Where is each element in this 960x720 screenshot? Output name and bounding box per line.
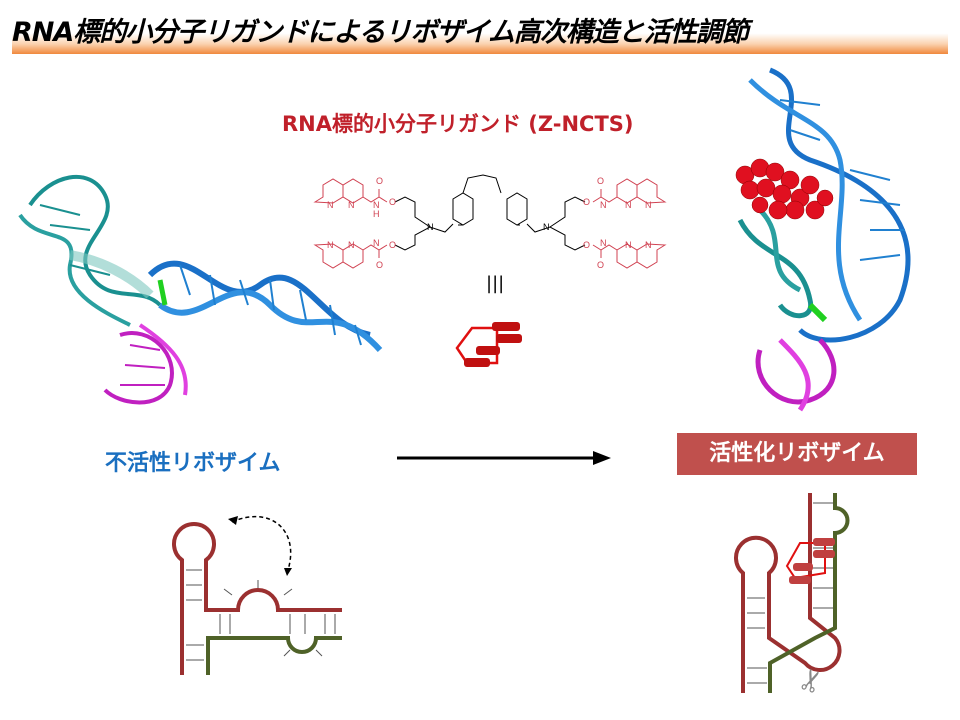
atom-h: H	[373, 209, 380, 219]
atom-o: O	[376, 260, 383, 270]
active-secondary-structure-diagram: ✂	[734, 493, 850, 698]
inactive-ribozyme-3d-structure	[18, 175, 383, 405]
atom-n: N	[543, 222, 550, 232]
atom-o: O	[389, 240, 396, 250]
slide-title: RNA標的小分子リガンドによるリボザイム高次構造と活性調節	[12, 17, 749, 48]
atom-n: N	[645, 240, 652, 250]
atom-n: N	[373, 200, 380, 210]
atom-n: N	[373, 238, 380, 248]
active-ribozyme-3d-structure	[735, 67, 911, 412]
atom-o: O	[376, 176, 383, 186]
transition-arrow	[397, 451, 611, 465]
atom-n: N	[348, 200, 355, 210]
z-ncts-chemical-structure: N N N H O O N N N O O N N N N N O O N N …	[313, 174, 667, 270]
atom-o: O	[583, 240, 590, 250]
atom-n: N	[327, 200, 334, 210]
atom-n: N	[600, 238, 607, 248]
atom-o: O	[389, 197, 396, 207]
atom-o: O	[597, 176, 604, 186]
atom-o: O	[583, 197, 590, 207]
inactive-ribozyme-label: 不活性リボザイム	[105, 451, 281, 476]
inactive-secondary-structure-diagram	[172, 515, 342, 675]
atom-n: N	[625, 240, 632, 250]
ligand-title: RNA標的小分子リガンド (Z-NCTS)	[282, 112, 634, 136]
atom-n: N	[600, 200, 607, 210]
ligand-schematic-icon	[455, 322, 522, 367]
equivalence-symbol: |||	[486, 273, 505, 294]
atom-n: N	[327, 240, 334, 250]
atom-n: N	[348, 240, 355, 250]
atom-n: N	[427, 222, 434, 232]
title-bar	[12, 8, 948, 54]
active-ribozyme-label: 活性化リボザイム	[677, 433, 917, 475]
atom-n: N	[645, 200, 652, 210]
atom-o: O	[597, 260, 604, 270]
atom-n: N	[625, 200, 632, 210]
